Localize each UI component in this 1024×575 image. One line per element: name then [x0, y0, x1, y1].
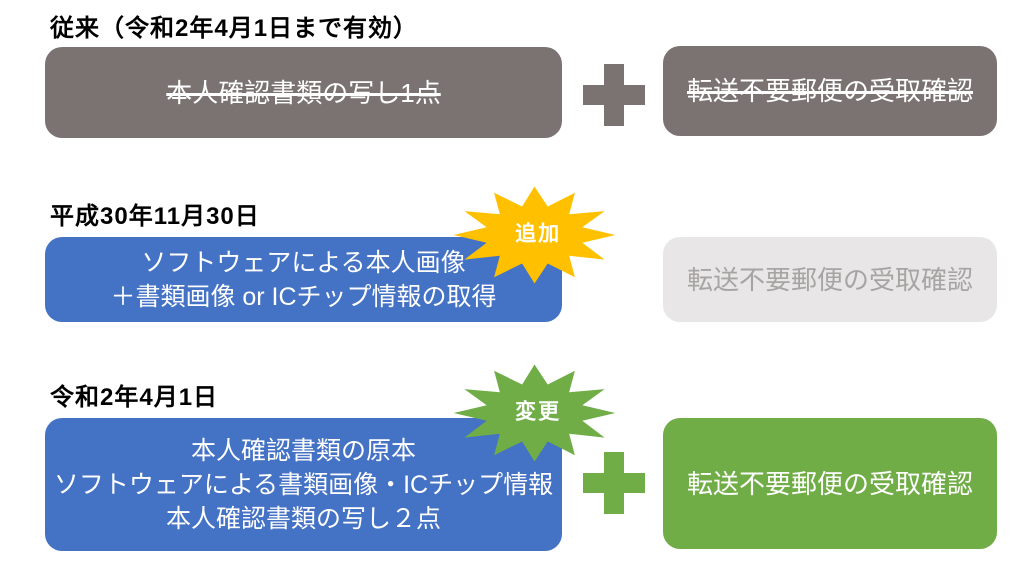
row1-right-box-text: 転送不要郵便の受取確認: [686, 76, 973, 106]
starburst-icon: [453, 364, 616, 462]
row3-heading: 令和2年4月1日: [50, 384, 219, 411]
row3-right-box: 転送不要郵便の受取確認: [663, 418, 997, 549]
row2-heading: 平成30年11月30日: [50, 203, 260, 230]
badge-changed-burst: 変更: [452, 363, 617, 463]
plus-icon: [583, 452, 645, 514]
row3-right-box-text: 転送不要郵便の受取確認: [686, 468, 973, 499]
row3-left-box: 本人確認書類の原本 ソフトウェアによる書類画像・ICチップ情報 本人確認書類の写…: [45, 418, 562, 551]
badge-added-label: 追加: [515, 222, 562, 246]
row2-left-box-line1: ソフトウェアによる本人画像: [141, 248, 466, 277]
badge-added-burst: 追加: [452, 185, 617, 285]
row2-right-box: 転送不要郵便の受取確認: [663, 237, 997, 322]
row3-left-box-line1: 本人確認書類の原本: [190, 436, 416, 465]
row1-right-box: 転送不要郵便の受取確認: [663, 46, 997, 136]
row1-left-box-text: 本人確認書類の写し1点: [166, 77, 441, 108]
row1-heading: 従来（令和2年4月1日まで有効）: [50, 15, 419, 42]
badge-changed-label: 変更: [515, 400, 562, 424]
row2-left-box-line2: ＋書類画像 or ICチップ情報の取得: [110, 282, 497, 311]
row3-left-box-line2: ソフトウェアによる書類画像・ICチップ情報: [53, 470, 554, 499]
row3-left-box-line3: 本人確認書類の写し２点: [165, 504, 441, 533]
plus-icon: [583, 64, 645, 126]
row1-left-box: 本人確認書類の写し1点: [45, 47, 562, 138]
row2-right-box-text: 転送不要郵便の受取確認: [686, 264, 973, 295]
starburst-icon: [453, 186, 616, 284]
